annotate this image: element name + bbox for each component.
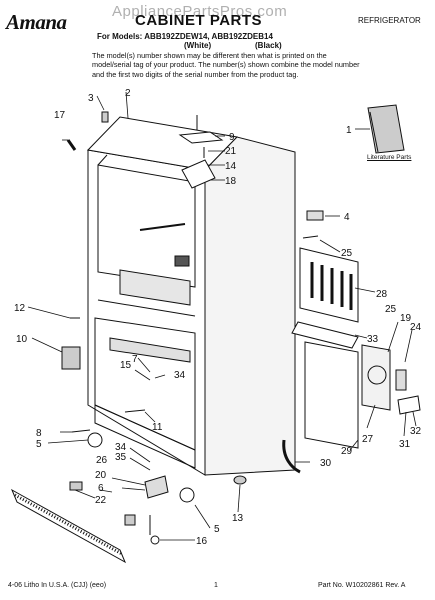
- callout-4: 4: [344, 212, 350, 223]
- bracket-27: [361, 344, 391, 411]
- bracket-31: [397, 395, 421, 415]
- brand-logo: Amana: [6, 10, 67, 34]
- footer-page-number: 1: [214, 582, 218, 589]
- hinge-9: [178, 131, 224, 144]
- callout-8: 8: [36, 428, 42, 439]
- callout-1: 1: [346, 125, 352, 136]
- callout-35: 35: [115, 452, 127, 463]
- base-grille-22: [10, 488, 127, 564]
- callout-7: 7: [132, 354, 138, 365]
- callout-30: 30: [320, 458, 332, 469]
- callout-20: 20: [95, 470, 107, 481]
- control-box-10: [61, 346, 81, 370]
- page-title: CABINET PARTS: [135, 12, 263, 29]
- callout-34b: 34: [115, 442, 127, 453]
- callout-12: 12: [14, 303, 26, 314]
- hinge-18: [181, 159, 216, 189]
- callout-27: 27: [362, 434, 374, 445]
- callout-18: 18: [225, 176, 237, 187]
- callout-22: 22: [95, 495, 107, 506]
- callout-24: 24: [410, 322, 422, 333]
- intro-text: The model(s) number shown may be differe…: [92, 51, 360, 79]
- callout-15: 15: [120, 360, 132, 371]
- footer-part-number: Part No. W10202861 Rev. A: [318, 582, 406, 589]
- roller-left: [87, 432, 103, 448]
- callout-10: 10: [16, 334, 28, 345]
- callout-2: 2: [125, 88, 131, 99]
- callout-33: 33: [367, 334, 379, 345]
- callout-6: 6: [98, 483, 104, 494]
- product-type: REFRIGERATOR: [358, 16, 421, 25]
- bracket-26: [144, 475, 169, 499]
- grille-28: [299, 247, 359, 323]
- callout-26: 26: [96, 455, 108, 466]
- callout-29: 29: [341, 446, 353, 457]
- callout-3: 3: [88, 93, 94, 104]
- callout-28: 28: [376, 289, 388, 300]
- callout-13: 13: [232, 513, 244, 524]
- callout-17: 17: [54, 110, 66, 121]
- model-color-white: (White): [184, 41, 212, 50]
- callout-31: 31: [399, 439, 411, 450]
- models-line: For Models: ABB192ZDEW14, ABB192ZDEB14: [97, 32, 273, 41]
- callout-9: 9: [229, 132, 235, 143]
- footer-litho: 4-06 Litho In U.S.A. (CJJ) (eeo): [8, 582, 107, 589]
- model-color-black: (Black): [255, 41, 282, 50]
- callout-25b: 25: [385, 304, 397, 315]
- callout-19: 19: [400, 313, 412, 324]
- roller-right: [179, 487, 195, 503]
- literature-book: [367, 104, 405, 154]
- leveling-leg-13: [233, 475, 247, 485]
- callout-5b: 5: [214, 524, 220, 535]
- callout-16: 16: [196, 536, 208, 547]
- callout-32: 32: [410, 426, 422, 437]
- kick-plate-33: [291, 321, 359, 349]
- cabinet-body: [86, 116, 296, 476]
- callout-25a: 25: [341, 248, 353, 259]
- callout-11: 11: [152, 422, 163, 433]
- callout-34a: 34: [174, 370, 186, 381]
- panel-29: [304, 341, 359, 449]
- callout-21: 21: [225, 146, 237, 157]
- literature-label: Literature Parts: [367, 154, 412, 161]
- part-4: [306, 210, 324, 221]
- callout-5a: 5: [36, 439, 42, 450]
- callout-14: 14: [225, 161, 237, 172]
- watermark: AppliancePartsPros.com: [112, 3, 288, 20]
